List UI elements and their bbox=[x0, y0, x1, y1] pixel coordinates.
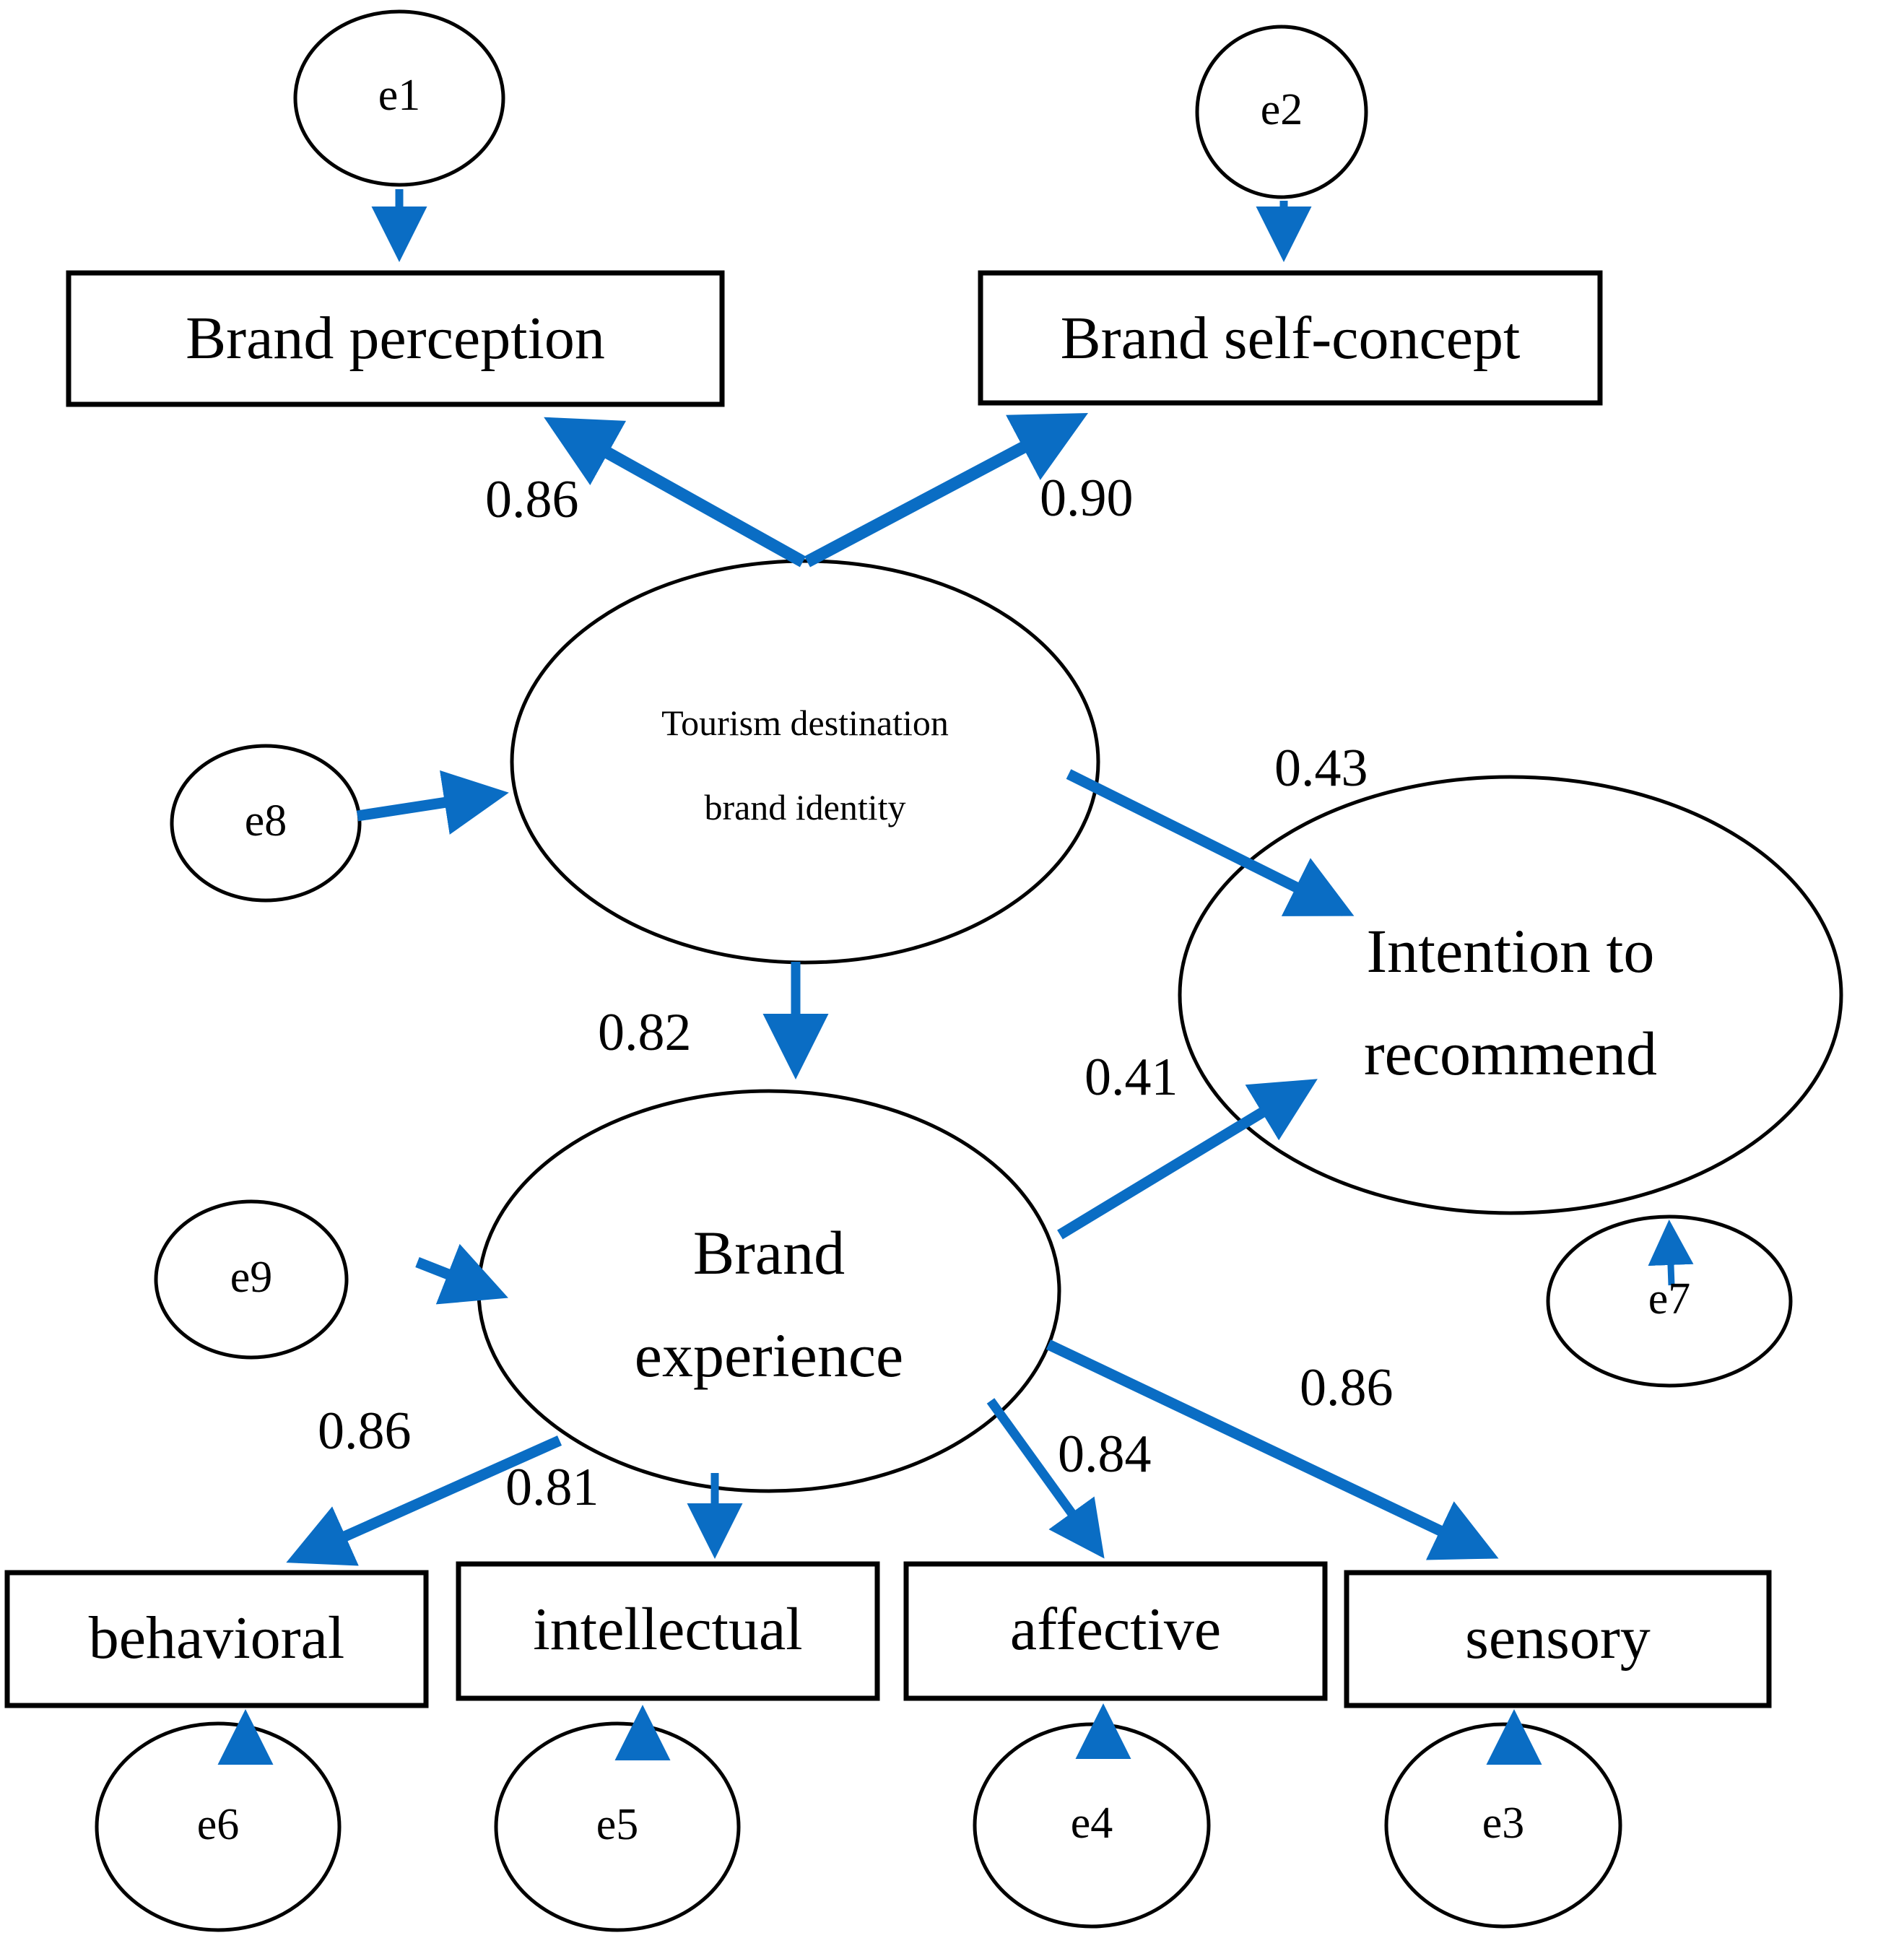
arrow-e8-to-tdbi bbox=[356, 770, 509, 835]
observed-box-affective bbox=[903, 1561, 1328, 1701]
error-ellipse-e7 bbox=[1546, 1215, 1793, 1388]
arrow-brand-experience-to-behavioral bbox=[286, 1435, 562, 1566]
error-ellipse-e8 bbox=[170, 744, 362, 903]
arrow-tdbi-to-intention bbox=[1066, 769, 1355, 916]
coefficient-tdbi-to-brand-experience: 0.82 bbox=[598, 1003, 692, 1062]
error-ellipse-e9 bbox=[154, 1199, 349, 1360]
error-ellipse-e4 bbox=[973, 1722, 1211, 1929]
error-ellipse-e5 bbox=[494, 1721, 741, 1932]
latent-ellipse-tdbi bbox=[510, 559, 1100, 965]
arrow-brand-experience-to-affective bbox=[986, 1398, 1105, 1559]
observed-box-sensory bbox=[1344, 1570, 1772, 1708]
error-ellipse-e1 bbox=[293, 9, 505, 187]
coefficient-tdbi-to-intention: 0.43 bbox=[1274, 739, 1368, 798]
coefficient-brand-experience-to-intellectual: 0.81 bbox=[505, 1458, 599, 1517]
coefficient-brand-experience-to-affective: 0.84 bbox=[1058, 1425, 1152, 1484]
observed-box-intellectual bbox=[456, 1561, 880, 1701]
coefficient-brand-experience-to-behavioral: 0.86 bbox=[318, 1402, 412, 1461]
latent-ellipse-intention bbox=[1178, 775, 1843, 1215]
arrow-brand-experience-to-sensory bbox=[1046, 1339, 1499, 1560]
error-ellipse-e6 bbox=[95, 1721, 342, 1932]
arrow-e7-to-intention bbox=[1648, 1220, 1694, 1286]
arrow-tdbi-to-brand-self-concept bbox=[804, 413, 1089, 568]
coefficient-tdbi-to-brand-self-concept: 0.90 bbox=[1040, 469, 1134, 528]
coefficient-brand-experience-to-intention: 0.41 bbox=[1084, 1048, 1178, 1107]
error-ellipse-e2 bbox=[1195, 25, 1368, 199]
arrow-tdbi-to-brand-perception bbox=[544, 417, 807, 568]
coefficient-tdbi-to-brand-perception: 0.86 bbox=[485, 470, 579, 529]
observed-box-brand-perception bbox=[66, 270, 725, 407]
error-ellipse-e3 bbox=[1384, 1722, 1622, 1929]
arrow-brand-experience-to-intention bbox=[1057, 1079, 1318, 1240]
latent-ellipse-brand-experience bbox=[477, 1089, 1061, 1493]
arrow-e9-to-brand-experience bbox=[415, 1243, 508, 1305]
observed-box-brand-self-concept bbox=[978, 270, 1603, 406]
coefficient-brand-experience-to-sensory: 0.86 bbox=[1300, 1358, 1394, 1417]
observed-box-behavioral bbox=[4, 1570, 429, 1708]
